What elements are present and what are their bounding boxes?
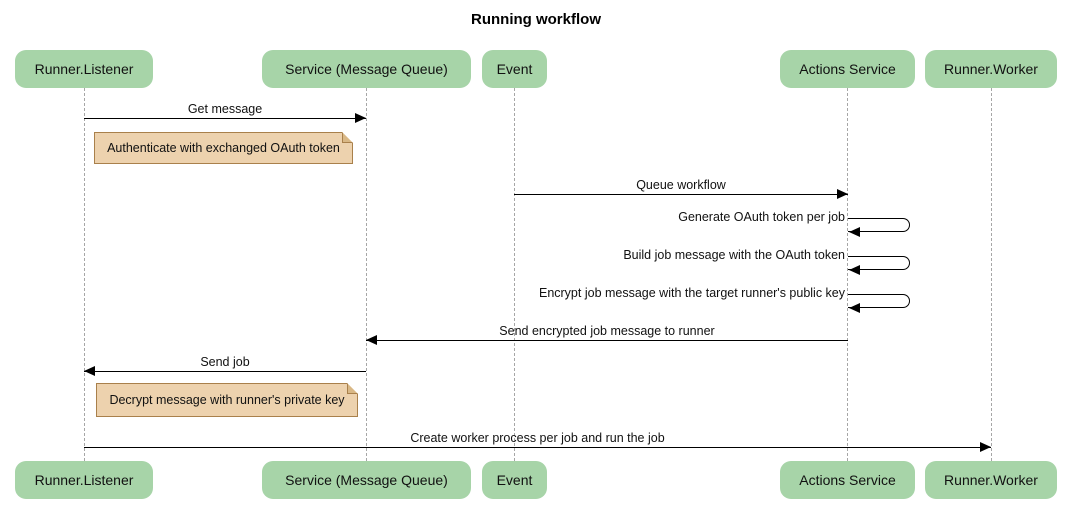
participant-top-event: Event	[482, 50, 547, 88]
message-line	[84, 447, 991, 448]
message-line	[84, 118, 366, 119]
message-label-send-encrypted: Send encrypted job message to runner	[499, 324, 715, 338]
participant-bottom-runner-listener: Runner.Listener	[15, 461, 153, 499]
arrowhead-left-icon	[84, 366, 95, 376]
message-label-build-job-message: Build job message with the OAuth token	[623, 248, 845, 262]
diagram-title: Running workflow	[471, 11, 601, 28]
participant-label: Runner.Worker	[944, 472, 1038, 488]
participant-label: Runner.Listener	[34, 61, 134, 77]
message-label-send-job: Send job	[200, 355, 250, 369]
participant-label: Actions Service	[799, 61, 896, 77]
note-decrypt: Decrypt message with runner's private ke…	[96, 383, 358, 417]
lifeline-actions-service	[847, 88, 848, 461]
arrowhead-right-icon	[837, 189, 848, 199]
note-label: Decrypt message with runner's private ke…	[109, 393, 345, 407]
message-label-get-message: Get message	[187, 102, 263, 116]
note-fold-corner-icon	[347, 383, 358, 394]
message-line	[84, 371, 366, 372]
lifeline-service-message-queue	[366, 88, 367, 461]
participant-label: Event	[496, 61, 533, 77]
message-label-encrypt-job-message: Encrypt job message with the target runn…	[538, 286, 845, 300]
participant-label: Service (Message Queue)	[285, 472, 448, 488]
participant-top-runner-listener: Runner.Listener	[15, 50, 153, 88]
arrowhead-left-icon	[849, 303, 860, 313]
participant-label: Runner.Worker	[944, 61, 1038, 77]
note-fold-corner-icon	[342, 132, 353, 143]
arrowhead-left-icon	[849, 227, 860, 237]
arrowhead-left-icon	[849, 265, 860, 275]
self-loop-line	[848, 218, 910, 232]
lifeline-runner-worker	[991, 88, 992, 461]
participant-bottom-event: Event	[482, 461, 547, 499]
participant-label: Runner.Listener	[34, 472, 134, 488]
participant-label: Actions Service	[799, 472, 896, 488]
message-line	[366, 340, 848, 341]
arrowhead-right-icon	[355, 113, 366, 123]
message-label-queue-workflow: Queue workflow	[636, 178, 726, 192]
note-label: Authenticate with exchanged OAuth token	[107, 141, 340, 155]
lifeline-event	[514, 88, 515, 461]
arrowhead-left-icon	[366, 335, 377, 345]
self-loop-line	[848, 256, 910, 270]
participant-top-service-message-queue: Service (Message Queue)	[262, 50, 471, 88]
participant-bottom-runner-worker: Runner.Worker	[925, 461, 1057, 499]
participant-top-actions-service: Actions Service	[780, 50, 915, 88]
arrowhead-right-icon	[980, 442, 991, 452]
participant-top-runner-worker: Runner.Worker	[925, 50, 1057, 88]
message-line	[514, 194, 848, 195]
participant-label: Service (Message Queue)	[285, 61, 448, 77]
participant-label: Event	[496, 472, 533, 488]
note-authenticate: Authenticate with exchanged OAuth token	[94, 132, 353, 164]
participant-bottom-actions-service: Actions Service	[780, 461, 915, 499]
message-label-generate-oauth-token: Generate OAuth token per job	[678, 210, 845, 224]
self-loop-line	[848, 294, 910, 308]
message-label-create-worker: Create worker process per job and run th…	[410, 431, 665, 445]
participant-bottom-service-message-queue: Service (Message Queue)	[262, 461, 471, 499]
lifeline-runner-listener	[84, 88, 85, 461]
